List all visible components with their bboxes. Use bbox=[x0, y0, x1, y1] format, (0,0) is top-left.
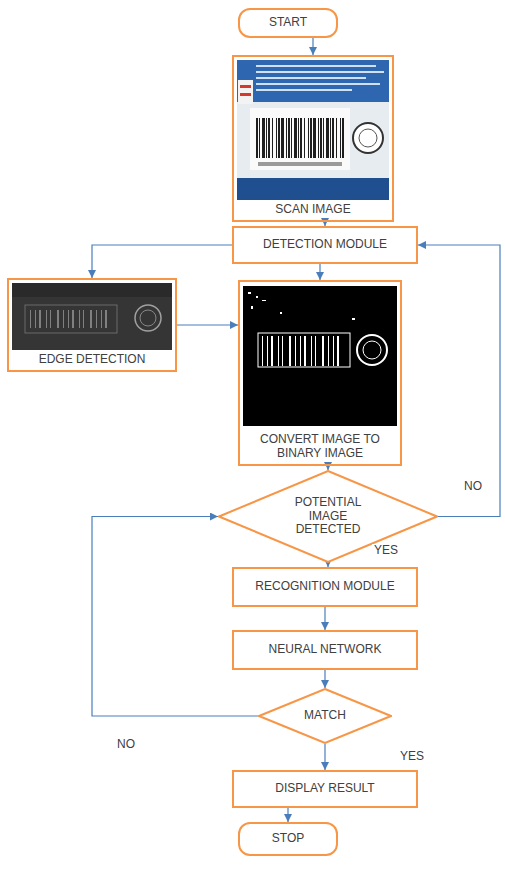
branch-label: YES bbox=[372, 544, 400, 558]
speck bbox=[280, 312, 282, 314]
flow-arrow bbox=[92, 517, 258, 717]
node-label: DISPLAY RESULT bbox=[275, 782, 374, 796]
barcode-ground bbox=[250, 108, 350, 170]
print-line bbox=[256, 65, 376, 67]
node-label: RECOGNITION MODULE bbox=[255, 580, 394, 594]
node-label: NEURAL NETWORK bbox=[269, 643, 382, 657]
edge-ground bbox=[12, 283, 172, 350]
node-label: CONVERT IMAGE TO BINARY IMAGE bbox=[244, 433, 396, 461]
flow-arrow bbox=[327, 466, 328, 470]
edge-outline bbox=[25, 305, 117, 333]
node-label: SCAN IMAGE bbox=[275, 203, 350, 217]
blue-band bbox=[237, 60, 389, 102]
node-label: MATCH bbox=[304, 709, 346, 723]
binary-barcode bbox=[262, 336, 344, 366]
speck bbox=[262, 300, 266, 301]
binary-logo-inner bbox=[363, 341, 381, 359]
print-line bbox=[256, 89, 352, 91]
binary-ground bbox=[243, 286, 397, 426]
branch-label: NO bbox=[115, 738, 137, 752]
edge-band bbox=[12, 283, 172, 297]
sticker bbox=[238, 80, 253, 104]
node-label: DETECTION MODULE bbox=[263, 238, 387, 252]
terminal-box: START bbox=[238, 8, 338, 38]
flow-arrow bbox=[324, 607, 325, 630]
halal-logo-inner bbox=[359, 129, 377, 147]
image-box: SCAN IMAGE bbox=[232, 55, 394, 222]
speck bbox=[248, 292, 251, 294]
process-box: DISPLAY RESULT bbox=[232, 770, 418, 808]
process-box: NEURAL NETWORK bbox=[232, 630, 418, 670]
barcode bbox=[256, 118, 344, 158]
speck bbox=[352, 318, 355, 320]
flow-arrow bbox=[177, 324, 238, 325]
flow-arrow bbox=[287, 808, 288, 822]
terminal-box: STOP bbox=[238, 822, 338, 856]
flow-arrow bbox=[319, 264, 320, 280]
scan-photo bbox=[237, 60, 389, 200]
sticker-mark bbox=[240, 85, 251, 88]
branch-label: NO bbox=[462, 480, 484, 494]
binary-logo bbox=[357, 335, 387, 365]
process-box: RECOGNITION MODULE bbox=[232, 567, 418, 607]
flow-arrow bbox=[92, 245, 232, 278]
process-box: DETECTION MODULE bbox=[232, 226, 418, 264]
flow-arrow bbox=[418, 245, 500, 517]
edge-photo bbox=[12, 283, 172, 350]
binary-outline bbox=[258, 333, 350, 367]
binary-photo bbox=[243, 286, 397, 426]
blue-strip bbox=[237, 178, 389, 200]
image-box: EDGE DETECTION bbox=[7, 278, 177, 372]
node-label: START bbox=[269, 16, 307, 30]
flow-arrow bbox=[324, 744, 325, 770]
print-line bbox=[256, 77, 366, 79]
node-label: EDGE DETECTION bbox=[39, 353, 146, 367]
edge-logo-inner bbox=[140, 310, 156, 326]
flow-arrow bbox=[312, 38, 313, 55]
branch-label: YES bbox=[398, 750, 426, 764]
barcode-digits bbox=[258, 162, 342, 166]
print-line bbox=[256, 83, 380, 85]
speck bbox=[251, 306, 253, 309]
decision-diamond: MATCH bbox=[258, 688, 392, 744]
speck bbox=[256, 296, 258, 298]
edge-logo bbox=[135, 305, 161, 331]
print-line bbox=[256, 71, 384, 73]
node-label: POTENTIAL IMAGE DETECTED bbox=[283, 496, 373, 537]
image-box: CONVERT IMAGE TO BINARY IMAGE bbox=[238, 280, 402, 466]
flow-arrow bbox=[324, 670, 325, 688]
edge-barcode bbox=[30, 310, 110, 328]
halal-logo bbox=[353, 123, 383, 153]
node-label: STOP bbox=[272, 832, 304, 846]
decision-diamond: POTENTIAL IMAGE DETECTED bbox=[218, 470, 438, 563]
sticker-mark bbox=[240, 93, 251, 96]
label-area bbox=[237, 60, 389, 200]
